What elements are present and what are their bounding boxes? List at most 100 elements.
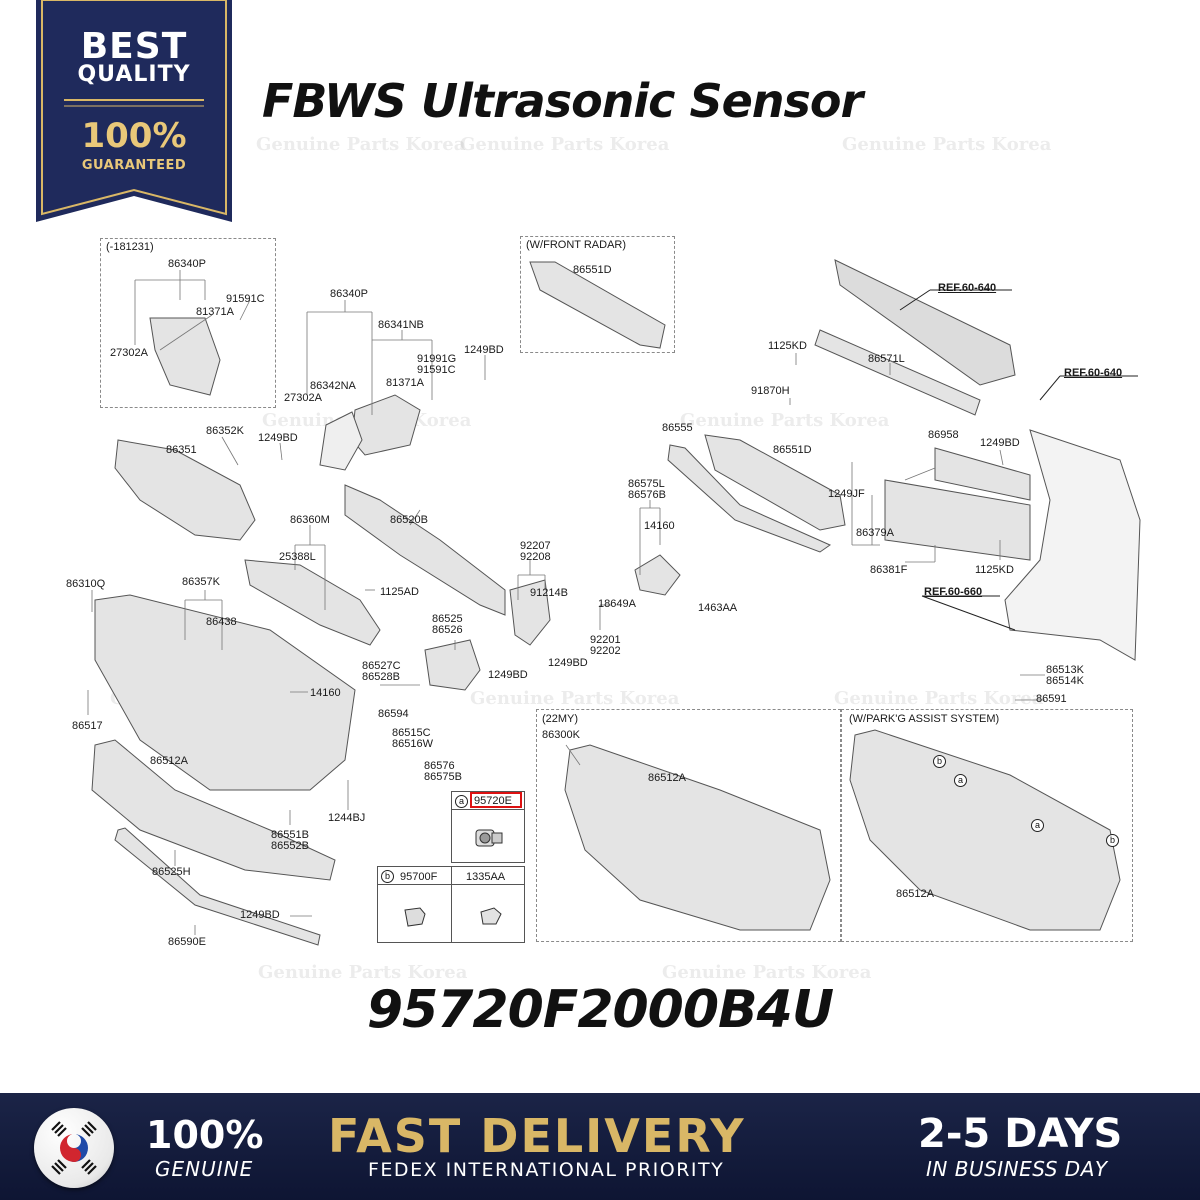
lower-grille-part (244, 559, 381, 646)
part-label: 86352K (206, 425, 244, 437)
callout-a: a (1031, 819, 1044, 832)
panel-part (934, 447, 1031, 501)
grille-part (149, 317, 221, 396)
callout-b: b (933, 755, 946, 768)
part-label: 86515C (392, 727, 431, 739)
footer-banner: 100% GENUINE FAST DELIVERY FEDEX INTERNA… (0, 1093, 1200, 1200)
part-label: 86438 (206, 616, 237, 628)
watermark: Genuine Parts Korea (842, 134, 1052, 155)
part-label: 91991G (417, 353, 457, 365)
bracket-part (509, 579, 551, 646)
part-label: 86513K (1046, 664, 1084, 676)
part-label: 86341NB (378, 319, 424, 331)
lower-bumper-part (91, 739, 336, 881)
part-label: 86340P (168, 258, 206, 270)
part-label: 86576B (628, 489, 666, 501)
callout-a: a (954, 774, 967, 787)
badge-best: BEST (80, 26, 188, 67)
cover-part (319, 411, 363, 471)
ref-label[interactable]: REF.60-660 (924, 586, 983, 598)
clip-callout-box (377, 866, 525, 943)
quality-badge: BEST QUALITY 100% GUARANTEED (36, 0, 232, 222)
part-label: 14160 (310, 687, 341, 699)
badge-quality: QUALITY (77, 62, 191, 87)
part-label: 86514K (1046, 675, 1084, 687)
part-label: 91591C (226, 293, 265, 305)
panel-part (884, 479, 1031, 561)
part-label: 81371A (196, 306, 234, 318)
part-label: 86551D (573, 264, 612, 276)
part-label: 86552B (271, 840, 309, 852)
part-label: 1249BD (488, 669, 528, 681)
clip-part-label: 95700F (400, 871, 438, 883)
part-label: 86526 (432, 624, 463, 636)
part-label: 92207 (520, 540, 551, 552)
part-label: 25388L (279, 551, 316, 563)
part-label: 1125AD (380, 586, 419, 598)
watermark: Genuine Parts Korea (256, 134, 466, 155)
genuine-label: GENUINE (155, 1157, 254, 1181)
clip-icon (404, 907, 426, 927)
strip-part (667, 444, 832, 553)
part-label: 86512A (648, 772, 686, 784)
watermark: Genuine Parts Korea (470, 688, 680, 709)
bracket-part (634, 554, 681, 596)
part-label: 86576 (424, 760, 455, 772)
part-label: 14160 (644, 520, 675, 532)
highlight-box (470, 792, 522, 808)
part-label: 86357K (182, 576, 220, 588)
strip-part (814, 329, 981, 416)
part-label: 91591C (417, 364, 456, 376)
grille-right-part (704, 434, 846, 531)
part-label: 1125KD (768, 340, 807, 352)
group-box (100, 238, 276, 408)
part-label: 91870H (751, 385, 790, 397)
absorber-part (344, 484, 506, 616)
part-label: 86551B (271, 829, 309, 841)
group-box (536, 709, 841, 942)
strip-part (114, 827, 321, 946)
part-label: 18649A (598, 598, 636, 610)
fast-delivery-label: FAST DELIVERY (328, 1109, 746, 1163)
part-label: 86342NA (310, 380, 356, 392)
part-label: 86958 (928, 429, 959, 441)
bumper-part (94, 594, 356, 791)
part-label: 1249BD (240, 909, 280, 921)
badge-guaranteed: GUARANTEED (81, 158, 187, 173)
part-label: 1463AA (698, 602, 738, 614)
part-label: 81371A (386, 377, 424, 389)
page-title: FBWS Ultrasonic Sensor (262, 74, 863, 128)
grille-part (351, 394, 421, 456)
part-label: 86590E (168, 936, 206, 948)
part-label: 27302A (284, 392, 322, 404)
korea-flag-icon (34, 1108, 114, 1188)
sensor-part-label[interactable]: 95720E (474, 795, 512, 807)
ref-label[interactable]: REF.60-640 (938, 282, 997, 294)
part-label: 92202 (590, 645, 621, 657)
grille-mesh-part (114, 439, 256, 541)
group-label: (22MY) (542, 713, 579, 725)
part-label: 86517 (72, 720, 103, 732)
watermark: Genuine Parts Korea (258, 962, 468, 983)
watermark: Genuine Parts Korea (680, 410, 890, 431)
bumper-22my-part (564, 744, 831, 931)
beam-part (834, 259, 1016, 386)
bracket-part (424, 639, 481, 691)
ref-label[interactable]: REF.60-640 (1064, 367, 1123, 379)
bumper-pas-part (849, 729, 1121, 931)
part-label: 1125KD (975, 564, 1014, 576)
part-label: 86551D (773, 444, 812, 456)
group-label: (W/FRONT RADAR) (526, 239, 627, 251)
part-label: 86360M (290, 514, 330, 526)
part-label: 1249BD (464, 344, 504, 356)
shipping-method: FEDEX INTERNATIONAL PRIORITY (368, 1159, 725, 1181)
part-label: 1249BD (980, 437, 1020, 449)
part-label: 1249BD (548, 657, 588, 669)
callout-a: a (455, 795, 468, 808)
part-label: 92201 (590, 634, 621, 646)
part-label: 86310Q (66, 578, 106, 590)
part-label: 86525H (152, 866, 191, 878)
part-label: 86512A (150, 755, 188, 767)
group-box (520, 236, 675, 353)
